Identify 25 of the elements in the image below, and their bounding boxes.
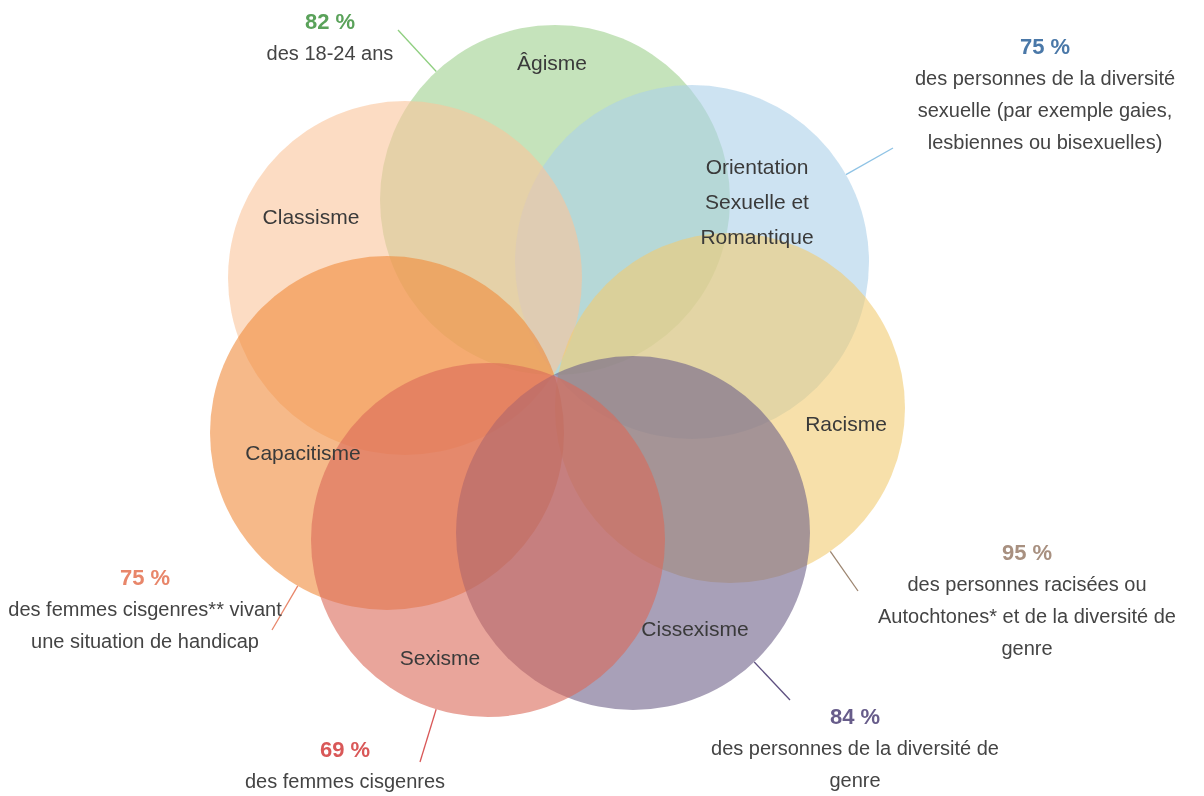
- leader-line: [829, 550, 859, 592]
- circle-label: Cissexisme: [641, 615, 749, 642]
- description: des femmes cisgenres: [243, 769, 447, 794]
- circle-label: Classisme: [262, 203, 360, 230]
- percentage: 95 %: [1001, 539, 1053, 567]
- description: des personnes de la diversité sexuelle (par exemple gaies, lesbiennes ou bisexuelles): [913, 66, 1177, 155]
- description: des personnes racisées ou Autochtones* et de la diversité de genre: [877, 572, 1177, 661]
- description: des femmes cisgenres** vivant une situation de handicap: [7, 597, 283, 654]
- leader-line: [397, 29, 437, 73]
- percentage: 82 %: [304, 8, 356, 36]
- description: des 18-24 ans: [265, 41, 395, 66]
- circle-label: Âgisme: [517, 49, 587, 76]
- leader-line: [753, 661, 791, 701]
- percentage: 75 %: [1019, 33, 1071, 61]
- circle-label: Orientation Sexuelle et Romantique: [699, 153, 815, 250]
- leader-line: [845, 147, 894, 176]
- percentage: 69 %: [319, 736, 371, 764]
- description: des personnes de la diversité de genre: [710, 736, 1000, 793]
- circle-label: Racisme: [805, 410, 887, 437]
- circle-label: Sexisme: [399, 644, 481, 671]
- leader-line: [419, 708, 437, 763]
- circle-label: Capacitisme: [245, 439, 361, 466]
- percentage: 75 %: [119, 564, 171, 592]
- percentage: 84 %: [829, 703, 881, 731]
- leader-line: [271, 585, 299, 631]
